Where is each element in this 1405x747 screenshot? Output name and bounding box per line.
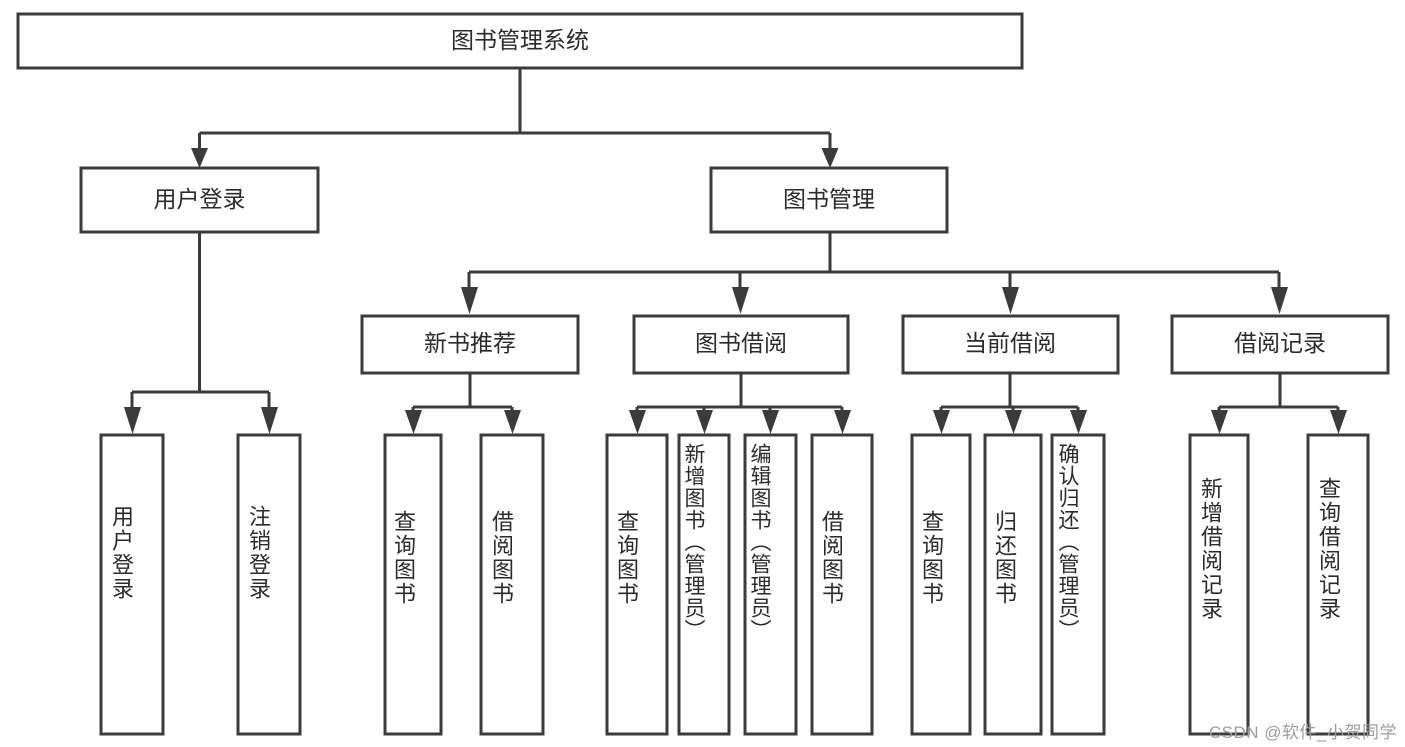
arrowhead-leaf-rec-query — [405, 410, 422, 434]
connector-layer — [124, 68, 1347, 434]
node-book-borrow[interactable]: 图书借阅 — [632, 314, 850, 375]
node-leaf-cur-query-box[interactable] — [910, 433, 972, 736]
node-root-label: 图书管理系统 — [451, 27, 589, 53]
node-borrow-record-label: 借阅记录 — [1234, 330, 1326, 356]
node-leaf-user-login-box[interactable] — [99, 433, 165, 736]
arrowhead-book-borrow — [732, 287, 749, 314]
node-user-login[interactable]: 用户登录 — [79, 166, 320, 234]
node-leaf-rec-add-box[interactable] — [1188, 433, 1250, 736]
node-book-borrow-label: 图书借阅 — [695, 330, 787, 356]
arrowhead-borrow-record — [1271, 287, 1288, 314]
node-borrow-record-box[interactable] — [1170, 314, 1390, 375]
arrowhead-leaf-borrow-do — [834, 410, 851, 434]
node-leaf-user-logout-box[interactable] — [236, 433, 302, 736]
node-current-borrow[interactable]: 当前借阅 — [901, 314, 1120, 375]
leaf-box-layer — [99, 433, 1370, 736]
node-root-box[interactable] — [16, 12, 1024, 70]
node-book-borrow-box[interactable] — [632, 314, 850, 375]
arrowhead-current-borrow — [1002, 287, 1019, 314]
arrowhead-leaf-rec-borrow — [504, 410, 521, 434]
node-leaf-rec-query-box[interactable] — [383, 433, 443, 736]
node-new-book-rec-label: 新书推荐 — [424, 330, 516, 356]
node-borrow-record[interactable]: 借阅记录 — [1170, 314, 1390, 375]
arrowhead-leaf-user-login — [124, 407, 141, 434]
node-user-login-label: 用户登录 — [154, 186, 246, 212]
node-current-borrow-label: 当前借阅 — [964, 330, 1056, 356]
node-current-borrow-box[interactable] — [901, 314, 1120, 375]
node-leaf-borrow-query-box[interactable] — [605, 433, 669, 736]
node-root[interactable]: 图书管理系统 — [16, 12, 1024, 70]
node-new-book-rec[interactable]: 新书推荐 — [360, 314, 580, 375]
arrowhead-leaf-borrow-add — [696, 410, 713, 434]
node-user-login-box[interactable] — [79, 166, 320, 234]
node-new-book-rec-box[interactable] — [360, 314, 580, 375]
node-book-manage[interactable]: 图书管理 — [709, 166, 949, 234]
arrowhead-leaf-cur-confirm — [1070, 410, 1087, 434]
node-book-manage-label: 图书管理 — [783, 186, 875, 212]
node-leaf-borrow-add-box[interactable] — [677, 433, 731, 736]
node-leaf-rec-borrow-box[interactable] — [479, 433, 545, 736]
node-leaf-borrow-do-box[interactable] — [810, 433, 874, 736]
arrowhead-leaf-borrow-edit — [762, 410, 779, 434]
node-leaf-cur-return-box[interactable] — [983, 433, 1043, 736]
node-leaf-borrow-edit-box[interactable] — [743, 433, 798, 736]
csdn-watermark: CSDN @软件_小贺同学 — [1208, 723, 1397, 742]
arrowhead-user-login — [191, 148, 208, 168]
arrowhead-new-book-rec — [461, 287, 478, 314]
arrowhead-leaf-cur-query — [933, 410, 950, 434]
node-leaf-rec-search-box[interactable] — [1306, 433, 1370, 736]
node-leaf-cur-confirm-box[interactable] — [1050, 433, 1106, 736]
arrowhead-leaf-rec-search — [1330, 410, 1347, 434]
arrowhead-book-manage — [821, 148, 839, 168]
arrowhead-leaf-rec-add — [1211, 410, 1228, 434]
arrowhead-leaf-cur-return — [1005, 410, 1022, 434]
arrowhead-leaf-borrow-query — [629, 410, 646, 434]
node-book-manage-box[interactable] — [709, 166, 949, 234]
arrowhead-leaf-user-logout — [261, 407, 278, 434]
